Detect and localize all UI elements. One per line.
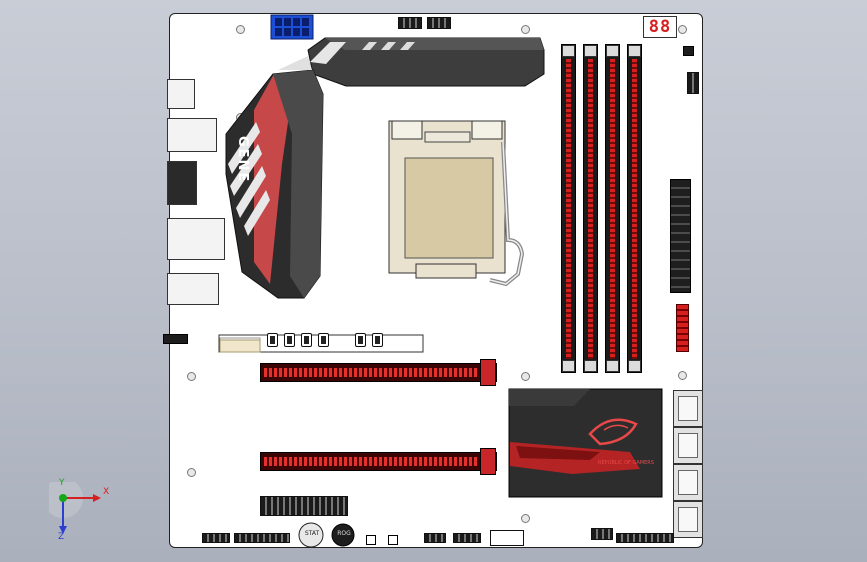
mount-hole — [521, 514, 530, 523]
io-ps2-port — [167, 79, 195, 109]
sata-port-2 — [673, 427, 703, 464]
coordinate-triad: X Y Z — [43, 478, 110, 544]
model-label: GENE — [235, 136, 250, 184]
dimm-slot-4 — [627, 44, 642, 373]
board-components-svg — [218, 14, 663, 548]
usb2-header — [490, 530, 524, 546]
fan-header — [427, 17, 451, 29]
bottom-header — [616, 533, 674, 543]
battery-label: ROG — [337, 530, 351, 537]
onboard-button — [366, 535, 376, 545]
io-usb-stack — [167, 118, 217, 152]
mount-hole — [521, 372, 530, 381]
audio-capacitor — [318, 333, 329, 347]
vrm-heatsink-top — [307, 37, 545, 87]
rog-tagline: REPUBLIC OF GAMERS — [598, 460, 654, 466]
onboard-button — [388, 535, 398, 545]
mount-hole — [521, 25, 530, 34]
audio-capacitor — [284, 333, 295, 347]
io-spdif-header — [163, 334, 188, 344]
bottom-header — [453, 533, 481, 543]
bottom-header — [234, 533, 290, 543]
mount-hole — [187, 468, 196, 477]
dimm-slot-1 — [561, 44, 576, 373]
fan-header — [398, 17, 422, 29]
mount-hole — [678, 371, 687, 380]
sata-port-1 — [673, 390, 703, 427]
audio-capacitor — [301, 333, 312, 347]
dimm-slot-3 — [605, 44, 620, 373]
axis-z-label: Z — [58, 532, 65, 542]
mount-hole — [678, 25, 687, 34]
dimm-slot-2 — [583, 44, 598, 373]
mount-hole — [187, 372, 196, 381]
fan-header — [591, 528, 613, 540]
vrm-heatsink-left — [225, 56, 324, 299]
motherboard-pcb: 88 — [163, 13, 703, 548]
audio-capacitor — [372, 333, 383, 347]
chipset-heatsink — [508, 388, 663, 498]
io-display-port — [167, 161, 197, 205]
pcie-x16-slot-2 — [260, 448, 497, 475]
post-code-display: 88 — [643, 16, 677, 38]
sata-port-4 — [673, 501, 703, 538]
audio-capacitor — [355, 333, 366, 347]
axis-y-label: Y — [59, 478, 65, 488]
battery-label: STAT — [304, 530, 320, 537]
pcie-x16-slot-1 — [260, 359, 497, 386]
atx-24pin-connector — [670, 179, 691, 293]
cmos-battery — [298, 522, 355, 548]
usb3-header — [676, 304, 689, 352]
audio-capacitor — [267, 333, 278, 347]
triad-axes-svg — [43, 478, 101, 534]
io-audio-jacks — [167, 273, 219, 305]
io-usb-lan-stack — [167, 218, 225, 260]
cpu-socket — [388, 120, 525, 287]
axis-x-label: X — [103, 487, 110, 497]
mount-hole — [236, 25, 245, 34]
eps-8pin-connector — [270, 14, 314, 40]
bottom-header — [424, 533, 446, 543]
front-panel-header — [260, 496, 348, 516]
onboard-button — [683, 46, 694, 56]
small-header — [687, 72, 699, 94]
sata-port-3 — [673, 464, 703, 501]
bottom-header — [202, 533, 230, 543]
